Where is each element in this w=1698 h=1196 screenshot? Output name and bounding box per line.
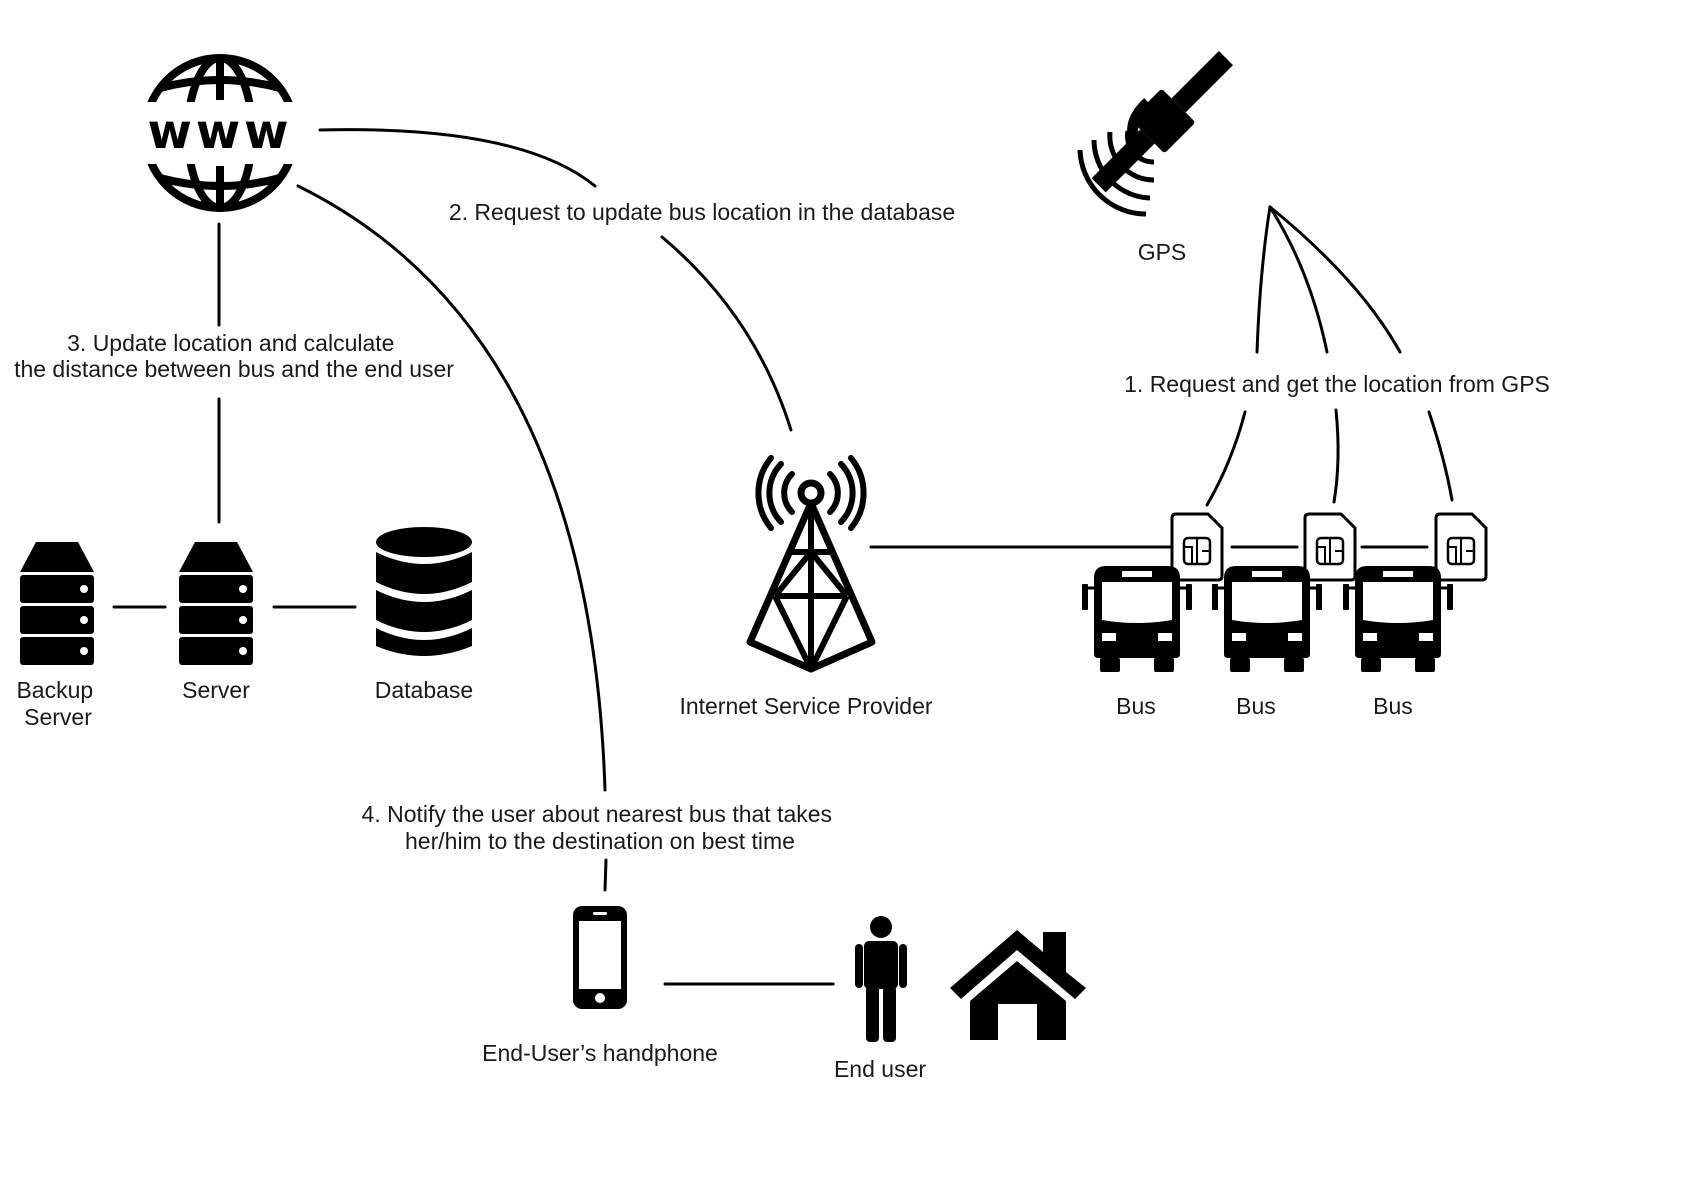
- connector-gps-to-bus2-b: [1332, 408, 1340, 504]
- radio-tower-icon: [746, 455, 876, 673]
- person-icon: [855, 916, 907, 1042]
- gps-node: GPS: [1077, 50, 1234, 265]
- connector-www-to-phone: [296, 184, 607, 792]
- connector-gps-to-bus1-a: [1255, 205, 1272, 354]
- backup-server-label: Backup Server: [16, 677, 99, 730]
- smartphone-icon: [573, 906, 627, 1009]
- step1-label: 1. Request and get the location from GPS: [1124, 371, 1550, 397]
- isp-node: Internet Service Provider: [679, 455, 933, 719]
- buses: Bus Bus Bus: [1080, 564, 1455, 719]
- database-node: Database: [375, 527, 473, 703]
- step3-label: 3. Update location and calculate the dis…: [14, 330, 454, 382]
- bus-front-icon: [1210, 564, 1324, 674]
- step2-label: 2. Request to update bus location in the…: [449, 199, 955, 225]
- connector-gps-to-bus3-a: [1268, 205, 1402, 354]
- connector-www-to-isp-a: [318, 128, 597, 188]
- sim-card-icon: [1303, 512, 1357, 582]
- bus-label: Bus: [1116, 693, 1156, 719]
- sim-card-icon: [1434, 512, 1488, 582]
- connectors: [112, 128, 1454, 986]
- gps-satellite-icon: [1077, 50, 1234, 217]
- handphone-node: End-User’s handphone: [482, 906, 718, 1066]
- bus-label: Bus: [1373, 693, 1413, 719]
- isp-label: Internet Service Provider: [679, 693, 932, 719]
- database-icon: [376, 527, 472, 656]
- connector-phone-stub: [603, 858, 608, 892]
- server-label: Server: [182, 677, 250, 703]
- sim-card-icon: [1170, 512, 1224, 582]
- end-user-label: End user: [834, 1056, 926, 1082]
- database-label: Database: [375, 677, 473, 703]
- www-node: www: [138, 54, 302, 212]
- end-user-node: End user: [834, 916, 926, 1082]
- globe-www-text: www: [147, 104, 292, 160]
- server-icon: [179, 542, 253, 665]
- bus-label: Bus: [1236, 693, 1276, 719]
- handphone-label: End-User’s handphone: [482, 1040, 718, 1066]
- house-icon: [950, 930, 1086, 1040]
- bus-front-icon: [1080, 564, 1194, 674]
- connector-gps-to-bus1-b: [1205, 410, 1247, 507]
- connector-www-to-isp-b: [660, 235, 793, 432]
- gps-label: GPS: [1138, 239, 1187, 265]
- backup-server-node: Backup Server: [16, 542, 99, 730]
- bus-front-icon: [1341, 564, 1455, 674]
- server-node: Server: [179, 542, 253, 703]
- connector-gps-to-bus2-a: [1268, 205, 1329, 354]
- globe-www-icon: [138, 54, 302, 212]
- server-icon: [20, 542, 94, 665]
- step4-label: 4. Notify the user about nearest bus tha…: [362, 801, 839, 854]
- connector-gps-to-bus3-b: [1427, 410, 1454, 502]
